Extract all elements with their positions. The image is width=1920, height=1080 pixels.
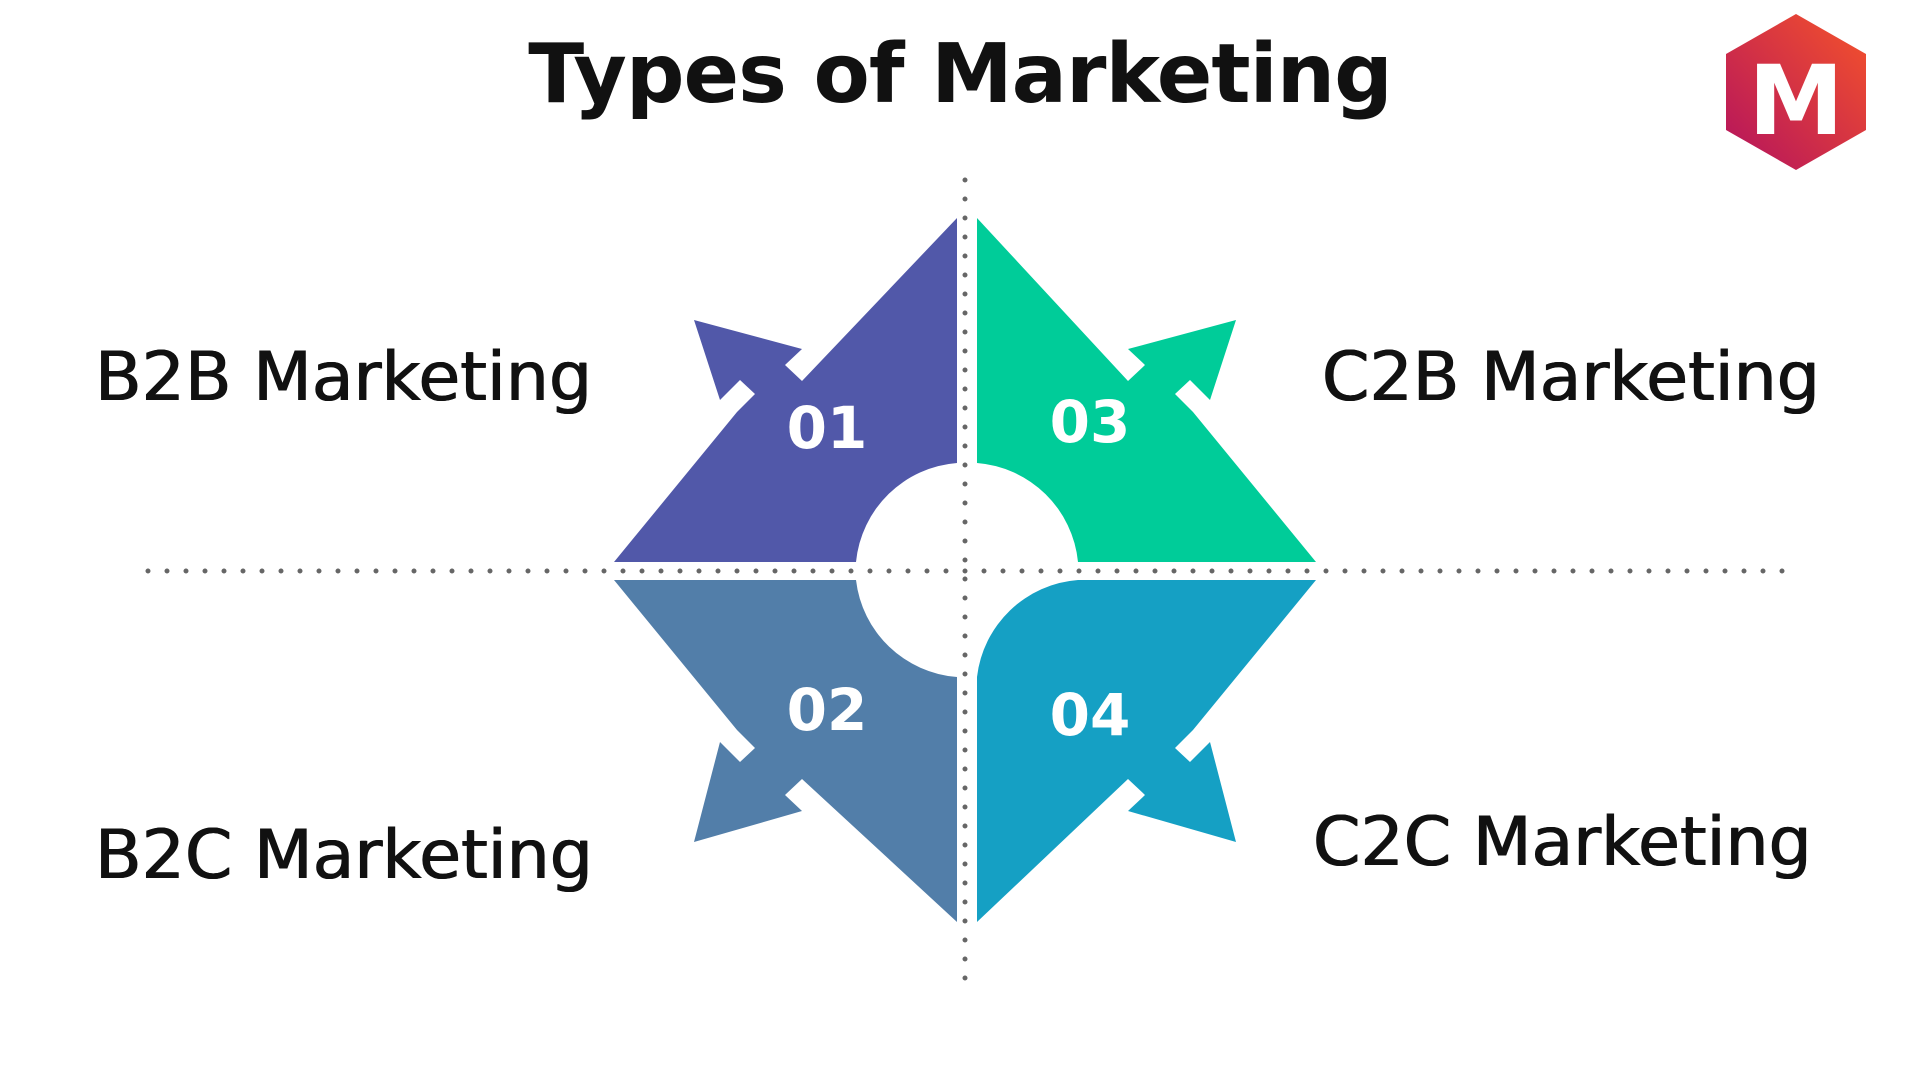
- label-c2c-marketing: C2C Marketing: [1313, 803, 1812, 882]
- arrow-shape-02: [614, 580, 957, 922]
- quadrant-03: 03: [977, 218, 1316, 562]
- svg-text:M: M: [1748, 45, 1844, 157]
- quadrant-number-02: 02: [787, 676, 868, 744]
- quadrant-04: 04: [977, 580, 1316, 922]
- hexagon-m-logo-icon: M: [1726, 14, 1866, 170]
- quadrant-02: 02: [614, 580, 957, 922]
- quadrant-number-03: 03: [1050, 388, 1131, 456]
- arrow-shape-01: [614, 218, 957, 562]
- arrow-shape-03: [977, 218, 1316, 562]
- page-title: Types of Marketing: [528, 27, 1393, 122]
- quadrant-number-04: 04: [1050, 681, 1131, 749]
- label-c2b-marketing: C2B Marketing: [1322, 338, 1820, 417]
- label-b2c-marketing: B2C Marketing: [95, 816, 593, 895]
- arrow-shape-04: [977, 580, 1316, 922]
- label-b2b-marketing: B2B Marketing: [95, 338, 593, 417]
- quadrant-number-01: 01: [787, 394, 868, 462]
- quadrant-01: 01: [614, 218, 957, 562]
